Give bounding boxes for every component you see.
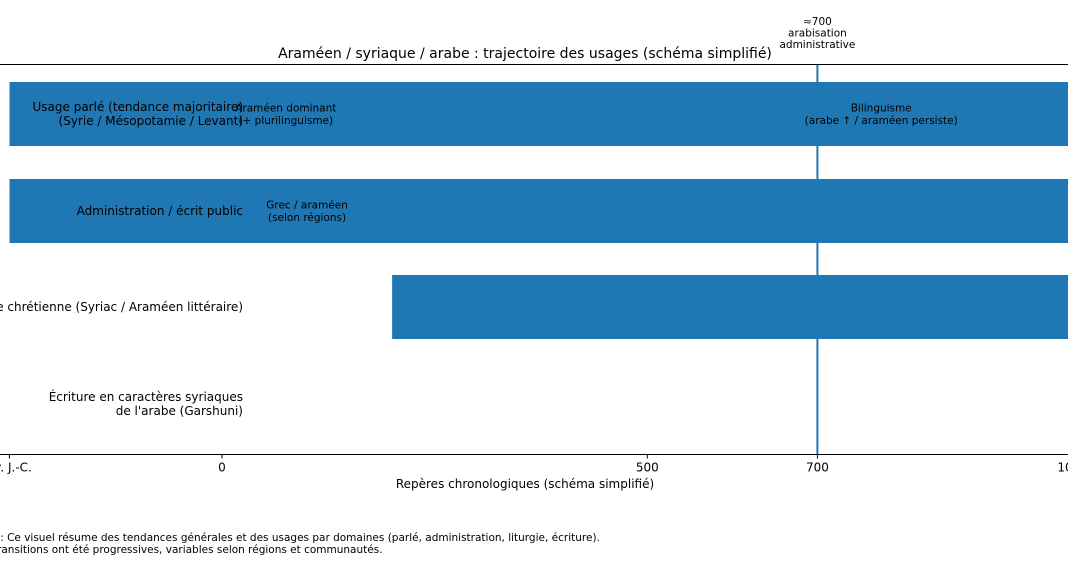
segment-label-1-1-line: Araméen dominant — [235, 102, 336, 114]
segment-label-1-2: Bilinguisme(arabe ↑ / araméen persiste) — [805, 102, 958, 126]
segment-label-1-2-line: (arabe ↑ / araméen persiste) — [805, 115, 958, 127]
segment-label-1-1: Araméen dominant(+ plurilinguisme) — [235, 102, 336, 126]
footnote: Note : Ce visuel résume des tendances gé… — [0, 532, 600, 556]
x-axis-label: Repères chronologiques (schéma simplifié… — [396, 477, 654, 491]
row-label-1: Usage parlé (tendance majoritaire)(Syrie… — [33, 100, 244, 128]
row-label-4-line: de l'arabe (Garshuni) — [116, 404, 243, 418]
x-tick-label-3: 500 — [636, 461, 659, 475]
row-label-3: Liturgie chrétienne (Syriac / Araméen li… — [0, 300, 243, 314]
x-tick-label-4: 700 — [806, 461, 829, 475]
segment-label-1-1-line: (+ plurilinguisme) — [238, 115, 333, 127]
row-label-1-line: Usage parlé (tendance majoritaire) — [33, 100, 244, 114]
row-label-3-line: Liturgie chrétienne (Syriac / Araméen li… — [0, 300, 243, 314]
x-tick-label-1: av. J.-C. — [0, 461, 32, 475]
segment-label-2-1-line: Grec / araméen — [266, 199, 348, 211]
chart-title: Araméen / syriaque / arabe : trajectoire… — [278, 46, 772, 62]
timeline-bar-2 — [9, 179, 1068, 243]
row-label-4-line: Écriture en caractères syriaques — [49, 389, 243, 404]
x-ticks-layer: av. J.-C.05007001000150017001900 — [0, 454, 1068, 475]
marker-label-1-line: ≈700 — [803, 16, 832, 28]
footnote-line-1: Note : Ce visuel résume des tendances gé… — [0, 532, 600, 544]
x-tick-label-2: 0 — [218, 461, 226, 475]
markers-layer — [816, 64, 819, 455]
x-tick-label-5: 1000 — [1057, 461, 1068, 475]
segment-label-2-1-line: (selon régions) — [268, 212, 346, 224]
row-label-1-line: (Syrie / Mésopotamie / Levant) — [59, 114, 243, 128]
footnote-line-2: Les transitions ont été progressives, va… — [0, 544, 383, 556]
axes-layer — [0, 64, 1068, 455]
timeline-bar-1 — [9, 82, 1068, 146]
row-label-2-line: Administration / écrit public — [77, 204, 243, 218]
timeline-bar-3 — [392, 275, 1068, 339]
marker-label-1-line: arabisation — [788, 28, 847, 40]
row-label-2: Administration / écrit public — [77, 204, 243, 218]
marker-label-1-line: administrative — [779, 39, 855, 51]
segments-layer: Araméen dominant(+ plurilinguisme) Biling… — [235, 102, 958, 223]
segment-label-1-2-line: Bilinguisme — [851, 102, 912, 114]
segment-label-2-1: Grec / araméen(selon régions) — [266, 199, 348, 223]
row-labels-layer: Usage parlé (tendance majoritaire)(Syrie… — [0, 100, 243, 418]
bars-layer — [9, 82, 1068, 339]
